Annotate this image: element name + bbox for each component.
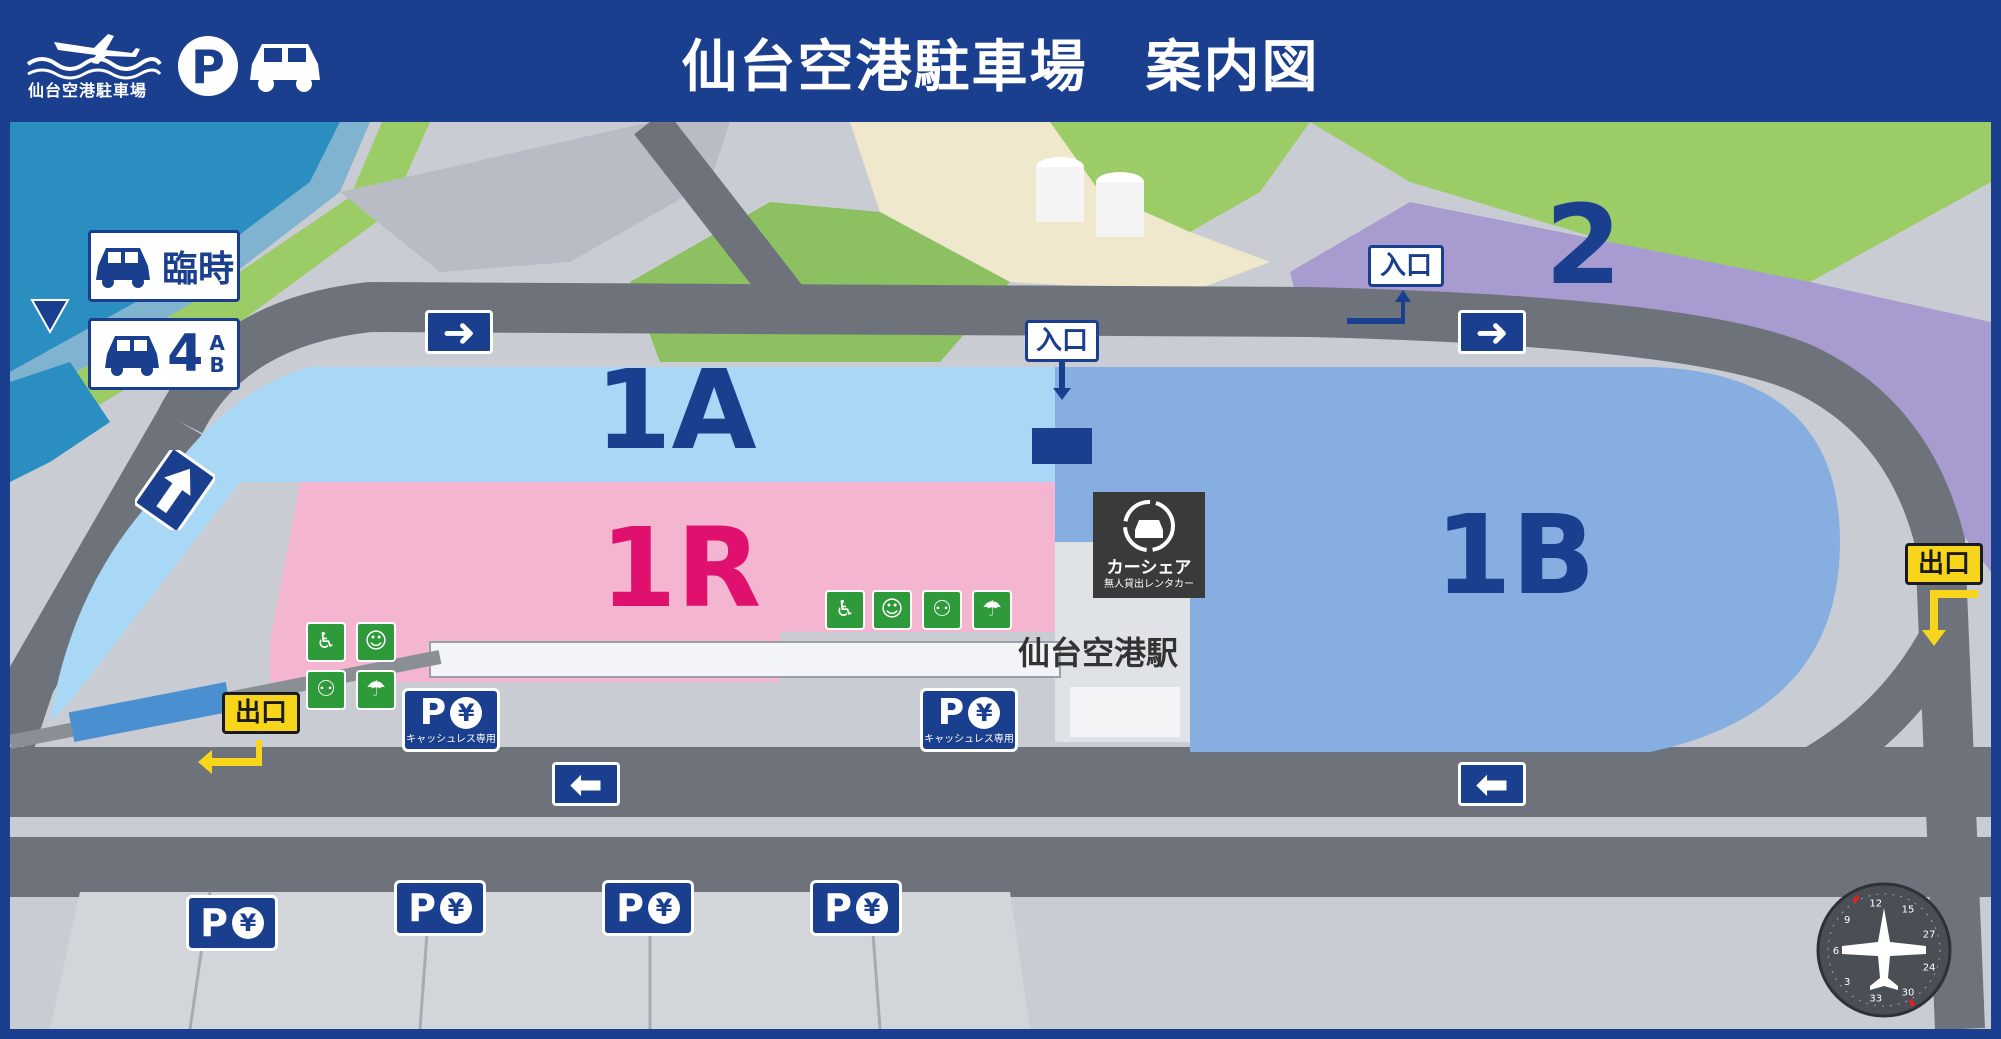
arrow-up-icon [135, 450, 215, 530]
car-icon [95, 248, 150, 288]
temporary-parking-sign: 臨時 [88, 230, 240, 302]
zone-1r [270, 482, 1055, 682]
header-bar [0, 0, 2001, 120]
west-road [10, 409, 202, 750]
plane-icon [54, 34, 140, 64]
east-curve [1779, 630, 1961, 803]
svg-text:P: P [191, 40, 225, 94]
arrow-up-icon [1347, 290, 1411, 324]
north-road [634, 122, 806, 315]
arrow-down-icon [1053, 362, 1071, 400]
compass-number: 3 [1844, 977, 1850, 988]
arrow-left-icon: ⬅ [1458, 762, 1526, 806]
zone-1a [50, 367, 1055, 722]
tank-body [1036, 167, 1084, 222]
parking-icon: P [178, 36, 238, 96]
zone-1b [1055, 367, 1840, 752]
zone-1a-label: 1A [595, 346, 757, 474]
pay-station-3: P ¥ [602, 880, 694, 936]
compass-number: 27 [1923, 930, 1936, 941]
entrance-sign-zone2: 入口 [1368, 245, 1444, 287]
zone-1b-label: 1B [1435, 491, 1596, 619]
pregnant-icon: ⚇ [306, 670, 346, 710]
baby-icon: ☂ [356, 670, 396, 710]
car-share-icon [1123, 500, 1175, 552]
compass-number: 30 [1902, 988, 1915, 999]
arrow-left-icon: ⬅ [552, 762, 620, 806]
river [10, 362, 110, 482]
station-label: 仙台空港駅 [1018, 634, 1179, 672]
entrance-gate [1032, 428, 1092, 464]
green-area-top-right [1310, 122, 1991, 282]
compass-number: 24 [1923, 962, 1936, 973]
arrow-right-icon: ➜ [425, 310, 493, 354]
arrow-right-icon: ➜ [1458, 310, 1526, 354]
plane-icon [1842, 908, 1926, 990]
gray-lot [340, 122, 730, 272]
cashless-pay-station-east: P ¥ キャッシュレス専用 [920, 688, 1018, 752]
pay-station-2: P ¥ [394, 880, 486, 936]
car-share-sign: カーシェア 無人貸出レンタカー [1093, 492, 1205, 598]
baby-icon: ☂ [972, 590, 1012, 630]
compass-number: 6 [1833, 946, 1839, 957]
arrow-down-icon [1922, 590, 1978, 646]
brand-name: 仙台空港駐車場 [28, 81, 148, 100]
elderly-icon: ☺ [356, 622, 396, 662]
elevated-walkway [429, 641, 1061, 678]
zone-1r-label: 1R [600, 504, 762, 632]
arrow-down-icon [30, 299, 70, 334]
wheelchair-icon: ♿ [825, 590, 865, 630]
compass-number: 33 [1869, 993, 1882, 1004]
compass-number: 15 [1902, 904, 1915, 915]
cashless-pay-station-west: P ¥ キャッシュレス専用 [402, 688, 500, 752]
train [68, 682, 232, 742]
parking-map [10, 122, 1991, 1029]
elderly-icon: ☺ [872, 590, 912, 630]
page-title: 仙台空港駐車場 案内図 [681, 35, 1320, 100]
brand-logo: P [26, 34, 320, 96]
arrow-left-icon [198, 740, 262, 774]
pregnant-icon: ⚇ [922, 590, 962, 630]
exit-sign-east: 出口 [1905, 543, 1983, 585]
compass-number: 12 [1869, 899, 1882, 910]
ring-road [157, 281, 1985, 1029]
entrance-sign: 入口 [1025, 320, 1099, 362]
green-area-top [1040, 122, 1310, 232]
car-icon [105, 336, 160, 376]
car-icon [250, 44, 320, 92]
exit-sign-west: 出口 [222, 692, 300, 734]
tank-body [1096, 182, 1144, 237]
terminal-divisions [188, 891, 882, 1029]
pay-station-1: P ¥ [186, 895, 278, 951]
wheelchair-icon: ♿ [306, 622, 346, 662]
station-entrance [1070, 687, 1180, 737]
pay-station-4: P ¥ [810, 880, 902, 936]
compass-number: 9 [1844, 915, 1850, 926]
zone-2-label: 2 [1545, 181, 1622, 309]
terminal-building [50, 892, 1030, 1029]
